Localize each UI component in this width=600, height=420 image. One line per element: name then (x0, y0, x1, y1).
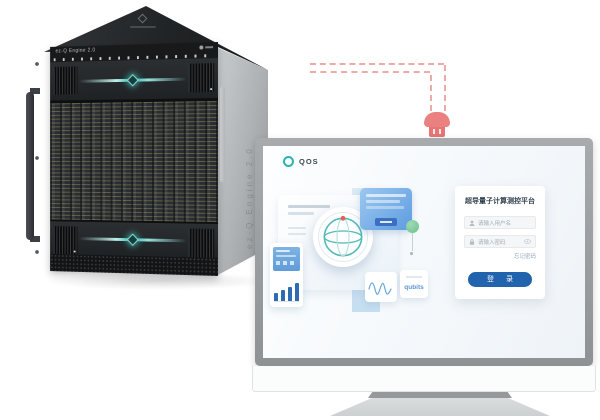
username-input[interactable]: 请输入用户名 (464, 216, 536, 229)
status-diamond-icon (126, 73, 139, 86)
bar-chart-icon (274, 278, 299, 302)
placeholder-text-bar (366, 194, 406, 197)
plug-icon (424, 112, 450, 127)
front-brand-icon (199, 45, 214, 50)
vent-block-icon (188, 63, 215, 93)
plug-prong-icon (429, 127, 445, 137)
vent-block-icon (53, 226, 78, 255)
login-button[interactable]: 登 录 (468, 272, 532, 287)
qos-brand-text: QOS (299, 157, 319, 166)
balloon-icon (406, 220, 419, 233)
monitor-chin (252, 366, 596, 392)
status-light-bar (79, 233, 187, 246)
info-illustration-card (360, 188, 412, 230)
placeholder-text-bar (288, 227, 306, 229)
side-model-label: ez-Q Engine 2.0 (245, 146, 254, 249)
qubits-illustration-card: qubits (400, 270, 428, 298)
device-illustration-card (270, 243, 303, 307)
qos-logo-icon (283, 156, 294, 167)
chassis-front-face: ez-Q Engine 2.0 (50, 42, 218, 276)
handle-mount-top (30, 88, 40, 94)
placeholder-text-bar (366, 200, 400, 203)
pulse-waveform-icon (368, 282, 392, 295)
controller-module-bottom (50, 221, 218, 258)
waveform-illustration-card (365, 272, 397, 302)
login-title: 超导量子计算测控平台 (465, 198, 535, 205)
handle-mount-bottom (30, 236, 40, 242)
quantum-control-chassis: ez-Q Engine 2.0 ez-Q Engine 2.0 (26, 4, 274, 296)
eye-icon[interactable] (524, 239, 531, 244)
front-model-label: ez-Q Engine 2.0 (55, 47, 96, 55)
balloon-anchor-dot (410, 252, 413, 255)
controller-module-top (50, 58, 218, 101)
monitor-stand-base (330, 398, 550, 416)
dashed-line-vertical-outer (444, 65, 446, 111)
dashed-line-horizontal-inner (310, 71, 430, 73)
vent-block-icon (188, 228, 215, 258)
username-placeholder: 请输入用户名 (478, 220, 512, 227)
user-icon (469, 220, 475, 226)
rack-rail (32, 50, 42, 270)
diamond-logo-icon (137, 13, 148, 24)
login-card: 超导量子计算测控平台 请输入用户名 请输入密码 (455, 186, 545, 299)
chassis-handle (26, 92, 34, 240)
placeholder-text-bar (288, 205, 330, 208)
placeholder-text-bar (366, 206, 404, 209)
brand-emblem (128, 13, 158, 31)
monitor: QOS (255, 138, 593, 366)
placeholder-text-bar (406, 276, 422, 278)
side-latch (220, 87, 225, 182)
monitor-stand-neck (368, 392, 512, 398)
status-diamond-icon (126, 233, 139, 246)
chassis-shadow (42, 272, 274, 290)
module-card-cage (50, 98, 218, 224)
forgot-password-link[interactable]: 忘记密码 (513, 254, 536, 260)
qubits-label: qubits (404, 284, 424, 291)
device-mini-screen (273, 247, 300, 271)
status-light-bar (79, 73, 187, 86)
vent-block-icon (53, 66, 78, 95)
mini-action-button[interactable] (375, 218, 397, 226)
emblem-text-bar (130, 26, 156, 28)
bloch-sphere-icon (318, 212, 368, 262)
dashed-line-vertical-inner (430, 75, 432, 111)
dashed-line-horizontal-outer (310, 63, 444, 65)
lock-icon (469, 238, 475, 245)
placeholder-text-bar (288, 233, 306, 235)
bloch-sphere-dial (313, 207, 373, 267)
monitor-screen: QOS (263, 146, 585, 358)
balloon-string (412, 233, 413, 251)
password-input[interactable]: 请输入密码 (464, 235, 536, 248)
password-placeholder: 请输入密码 (478, 239, 506, 246)
placeholder-text-bar (288, 212, 314, 215)
